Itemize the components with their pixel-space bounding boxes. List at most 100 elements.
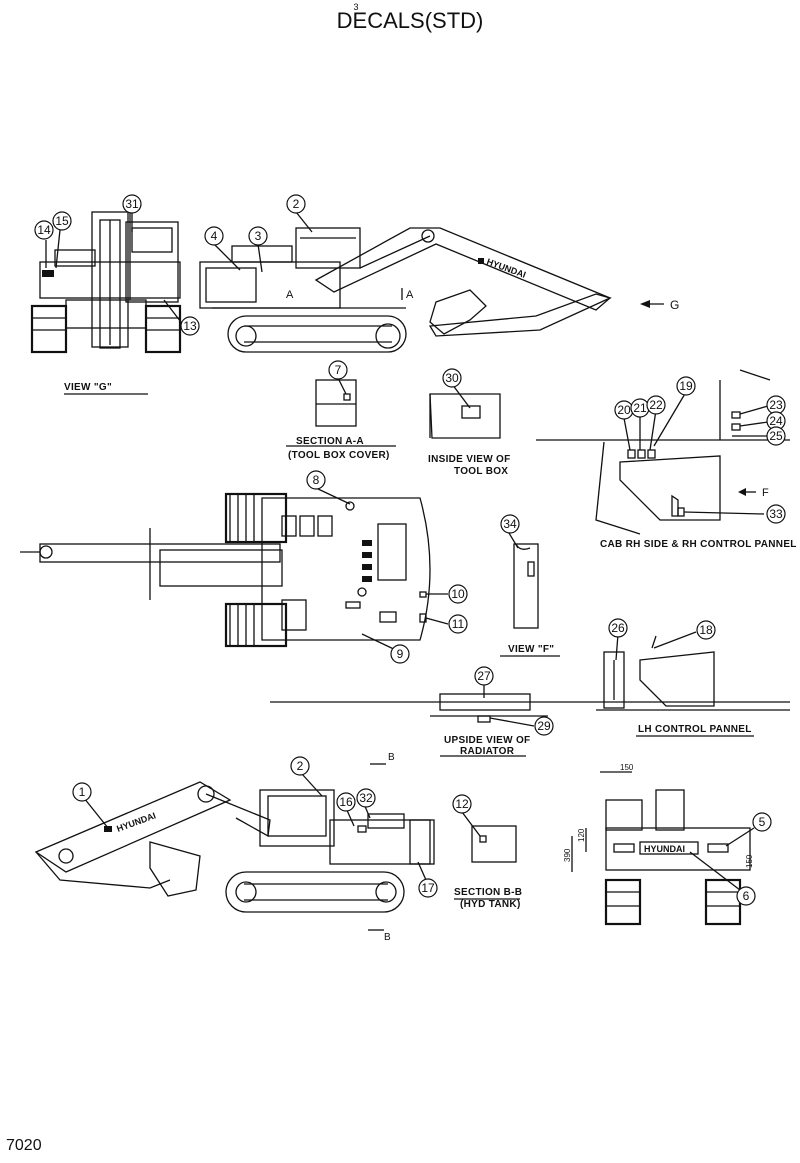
callout-15: 15	[52, 211, 72, 231]
radiator-caption-1: UPSIDE VIEW OF	[444, 735, 530, 746]
cut-b-bottom: B	[384, 932, 391, 943]
cut-a-label: A	[286, 289, 294, 301]
callout-20: 20	[614, 400, 634, 420]
callout-6: 6	[736, 886, 756, 906]
arrow-f-label: F	[762, 487, 769, 499]
radiator-caption-2: RADIATOR	[460, 746, 515, 757]
callout-29: 29	[534, 716, 554, 736]
cab-rh-caption: CAB RH SIDE & RH CONTROL PANNEL	[600, 539, 797, 550]
side-view-bottom: HYUNDAI B B	[34, 752, 435, 943]
svg-text:11: 11	[452, 617, 465, 631]
callout-2: 2	[286, 194, 306, 214]
svg-text:8: 8	[313, 473, 320, 487]
svg-text:9: 9	[397, 647, 404, 661]
callout-9: 9	[390, 644, 410, 664]
svg-text:23: 23	[769, 398, 783, 412]
svg-text:3: 3	[255, 229, 262, 243]
svg-text:33: 33	[769, 507, 783, 521]
callout-4: 4	[204, 226, 224, 246]
callout-10: 10	[448, 584, 468, 604]
tool-box-cover-section: SECTION A-A	[296, 436, 364, 447]
inside-tool-box-caption-1: INSIDE VIEW OF	[428, 454, 511, 465]
svg-text:16: 16	[339, 795, 353, 809]
sheet-title: DECALS(STD)	[337, 8, 484, 33]
callout-31: 31	[122, 194, 142, 214]
rear-view: HYUNDAI 150 120 390 150	[563, 763, 754, 926]
radiator-view: UPSIDE VIEW OF RADIATOR	[270, 693, 790, 757]
svg-text:5: 5	[759, 815, 766, 829]
callout-1: 1	[72, 782, 92, 802]
svg-text:34: 34	[503, 517, 517, 531]
callout-16: 16	[336, 792, 356, 812]
page-number: 7020	[6, 1137, 42, 1154]
callout-3: 3	[248, 226, 268, 246]
callout-13: 13	[180, 316, 200, 336]
tool-box-cover: SECTION A-A (TOOL BOX COVER)	[286, 379, 396, 461]
top-view	[20, 492, 431, 648]
dim-120: 120	[577, 828, 586, 842]
svg-text:7: 7	[335, 363, 342, 377]
callout-bubbles: 31 14 15 13 2 4 3 7 30 19 20 21 22 23 24…	[34, 194, 786, 906]
svg-text:31: 31	[125, 197, 139, 211]
section-bb-caption-2: (HYD TANK)	[460, 899, 521, 910]
boom-brand-text-2: HYUNDAI	[115, 810, 157, 833]
svg-text:22: 22	[649, 398, 663, 412]
view-g-caption: VIEW "G"	[64, 382, 112, 393]
svg-text:14: 14	[37, 223, 51, 237]
callout-14: 14	[34, 220, 54, 240]
callout-2-bottom: 2	[290, 756, 310, 776]
svg-text:2: 2	[293, 197, 300, 211]
callout-26: 26	[608, 618, 628, 638]
svg-text:17: 17	[421, 881, 435, 895]
svg-text:10: 10	[451, 587, 465, 601]
dim-390: 390	[563, 848, 572, 862]
lh-control-caption: LH CONTROL PANNEL	[638, 724, 752, 735]
callout-32: 32	[356, 788, 376, 808]
callout-8: 8	[306, 470, 326, 490]
callout-21: 21	[630, 398, 650, 418]
callout-18: 18	[696, 620, 716, 640]
cut-a-label-2: A	[406, 289, 414, 301]
svg-text:6: 6	[743, 889, 750, 903]
callout-33: 33	[766, 504, 786, 524]
dim-150-right: 150	[745, 854, 754, 868]
sheet-title-index: 3	[353, 2, 358, 12]
svg-text:26: 26	[611, 621, 625, 635]
callout-5: 5	[752, 812, 772, 832]
callout-12: 12	[452, 794, 472, 814]
svg-text:1: 1	[79, 785, 86, 799]
svg-text:30: 30	[445, 371, 459, 385]
arrow-g-label: G	[670, 298, 679, 312]
svg-text:24: 24	[769, 414, 783, 428]
svg-text:2: 2	[297, 759, 304, 773]
callout-30: 30	[442, 368, 462, 388]
svg-text:21: 21	[633, 401, 647, 415]
svg-text:4: 4	[211, 229, 218, 243]
dim-150-top: 150	[620, 763, 634, 772]
svg-text:27: 27	[477, 669, 491, 683]
cut-b-top: B	[388, 752, 395, 763]
svg-text:13: 13	[183, 319, 197, 333]
side-view-top: HYUNDAI A A G	[199, 227, 679, 353]
svg-text:32: 32	[359, 791, 373, 805]
svg-text:15: 15	[55, 214, 69, 228]
svg-text:25: 25	[769, 429, 783, 443]
callout-25: 25	[766, 426, 786, 446]
svg-text:12: 12	[455, 797, 469, 811]
boom-brand-text: HYUNDAI	[485, 256, 527, 279]
inside-tool-box: INSIDE VIEW OF TOOL BOX	[428, 393, 511, 477]
section-bb: SECTION B-B (HYD TANK)	[454, 825, 522, 910]
front-view-g	[30, 210, 182, 354]
svg-text:19: 19	[679, 379, 693, 393]
callout-22: 22	[646, 395, 666, 415]
rear-brand-text: HYUNDAI	[644, 844, 685, 854]
view-f: VIEW "F"	[500, 543, 560, 657]
leader-lines	[45, 211, 769, 891]
tool-box-cover-caption: (TOOL BOX COVER)	[288, 450, 390, 461]
callout-34: 34	[500, 514, 520, 534]
svg-text:29: 29	[537, 719, 551, 733]
callout-7: 7	[328, 360, 348, 380]
cab-rh-side-view: F CAB RH SIDE & RH CONTROL PANNEL	[536, 369, 797, 550]
svg-text:20: 20	[617, 403, 631, 417]
callout-27: 27	[474, 666, 494, 686]
